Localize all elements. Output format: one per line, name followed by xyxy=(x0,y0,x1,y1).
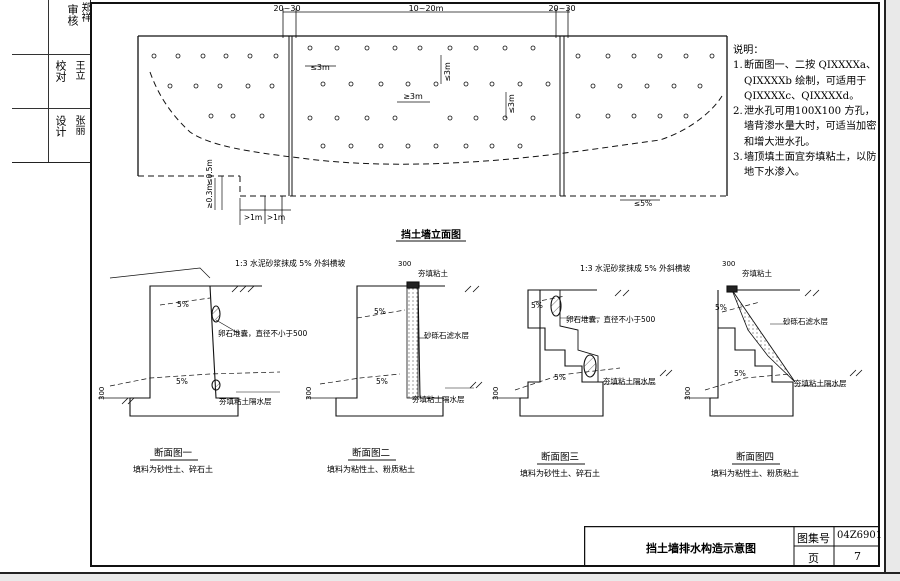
bottom-dim-a: >1m xyxy=(244,213,262,222)
section-4-title: 断面图四 xyxy=(736,451,774,463)
s1-clay-water-label: 夯填粘土隔水层 xyxy=(219,396,272,406)
page-number: 7 xyxy=(854,550,861,563)
s2-clay-fill: 夯填粘土 xyxy=(418,268,448,278)
s3-top-note: 1:3 水泥砂浆抹成 5% 外斜横坡 xyxy=(580,263,691,273)
section-3-title: 断面图三 xyxy=(541,451,579,463)
s4-dim: 300 xyxy=(722,260,735,268)
s4-clay-fill: 夯填粘土 xyxy=(742,268,772,278)
note-2-num: 2. xyxy=(733,106,743,118)
section-3-sub: 填料为砂性土、碎石土 xyxy=(520,468,600,478)
section-2-sub: 填料为粘性土、粉质粘土 xyxy=(327,464,415,474)
bottom-height-label: ≥0.3m xyxy=(205,183,214,209)
s2-sand-layer: 砂砾石滤水层 xyxy=(424,330,469,340)
note-item-3: 3. 墙顶填土面宜夯填粘土，以防地下水渗入。 xyxy=(733,150,883,181)
s1-slope-2: 5% xyxy=(176,377,188,386)
s1-slope-1: 5% xyxy=(177,300,189,309)
section-2 xyxy=(306,281,474,417)
atlas-label: 图集号 xyxy=(797,532,830,545)
section-3 xyxy=(492,289,656,417)
spacing-label-b: ≤3m xyxy=(443,62,452,82)
s2-slope-2: 5% xyxy=(376,377,388,386)
elevation-title: 挡土墙立面图 xyxy=(401,228,461,241)
note-item-1: 1. 断面图一、二按 QIXXXXa、QIXXXXb 绘制，可适用于 QIXXX… xyxy=(733,58,883,104)
section-2-title: 断面图二 xyxy=(352,447,390,459)
dim-top-right: 20~30 xyxy=(548,4,575,13)
s3-clay-water: 夯填粘土隔水层 xyxy=(603,376,656,386)
atlas-number: 04Z6901 xyxy=(837,530,883,541)
s4-clay-water: 夯填粘土隔水层 xyxy=(794,378,847,388)
section-1 xyxy=(98,267,281,417)
section-1-title: 断面图一 xyxy=(154,447,193,459)
note-3-text: 墙顶填土面宜夯填粘土，以防地下水渗入。 xyxy=(744,152,877,179)
bottom-slope: ≤5% xyxy=(634,199,652,208)
s3-slope-2: 5% xyxy=(554,373,566,382)
spacing-label-a: ≤3m xyxy=(310,63,330,72)
sig-col3-role: 设计 xyxy=(54,115,67,137)
note-3-num: 3. xyxy=(733,152,743,164)
ground-symbols xyxy=(121,285,863,405)
dim-top-left: 20~30 xyxy=(273,4,300,13)
spacing-label-d: ≤3m xyxy=(507,94,516,114)
title-block: 挡土墙排水构造示意图 图集号 04Z6901 页 7 xyxy=(584,526,883,567)
drawing-name: 挡土墙排水构造示意图 xyxy=(646,542,756,555)
note-item-2: 2. 泄水孔可用100X100 方孔，墙背渗水量大时，可适当加密和增大泄水孔。 xyxy=(733,104,883,150)
s2-dim: 300 xyxy=(398,260,411,268)
s1-top-note: 1:3 水泥砂浆抹成 5% 外斜横坡 xyxy=(235,258,346,268)
s4-sand-layer: 砂砾石滤水层 xyxy=(783,316,828,326)
bottom-dim-b: >1m xyxy=(267,213,285,222)
s2-slope-1: 5% xyxy=(374,307,386,316)
sig-col2-name: 王立 xyxy=(73,60,84,80)
note-1-text: 断面图一、二按 QIXXXXa、QIXXXXb 绘制，可适用于 QIXXXXc、… xyxy=(744,60,877,102)
notes-block: 说明： 1. 断面图一、二按 QIXXXXa、QIXXXXb 绘制，可适用于 Q… xyxy=(733,43,883,181)
s1-gravel-label: 卵石堆囊，直径不小于500 xyxy=(218,328,308,338)
sig-col2-role: 校对 xyxy=(54,60,67,82)
drawing-sheet-border xyxy=(90,2,880,567)
weep-holes xyxy=(151,45,715,149)
sig-col1-role: 审核 xyxy=(66,4,79,26)
elevation-view xyxy=(137,8,728,225)
viewer-frame-right xyxy=(884,0,900,579)
s3-gravel-label: 卵石堆囊，直径不小于500 xyxy=(566,314,656,324)
s3-slope-1: 5% xyxy=(531,301,543,310)
section-4 xyxy=(684,285,842,417)
s2-dim-b: 300 xyxy=(305,387,313,400)
section-4-sub: 填料为粘性土、粉质粘土 xyxy=(711,468,799,478)
notes-heading: 说明： xyxy=(733,45,764,56)
section-1-sub: 填料为砂性土、碎石土 xyxy=(133,464,213,474)
s3-dim: 300 xyxy=(492,387,500,400)
signature-strip: 审核 郑祥 校对 王立 设计 张丽 xyxy=(12,0,91,163)
sig-col3-name: 张丽 xyxy=(73,115,84,135)
s4-dim-b: 300 xyxy=(684,387,692,400)
s1-dim: 300 xyxy=(98,387,106,400)
note-1-num: 1. xyxy=(733,60,743,72)
s2-clay-water: 夯填粘土隔水层 xyxy=(412,394,465,404)
s4-slope-1: 5% xyxy=(715,303,727,312)
dim-top-middle: 10~20m xyxy=(409,4,444,13)
page-label: 页 xyxy=(808,552,819,565)
note-2-text: 泄水孔可用100X100 方孔，墙背渗水量大时，可适当加密和增大泄水孔。 xyxy=(744,106,877,148)
bottom-height-label-2: ≤0.5m xyxy=(205,159,214,185)
viewer-frame-bottom xyxy=(0,572,900,581)
s4-slope-2: 5% xyxy=(734,369,746,378)
spacing-label-c: ≥3m xyxy=(403,92,423,101)
sig-col1-name: 郑祥 xyxy=(79,2,90,22)
